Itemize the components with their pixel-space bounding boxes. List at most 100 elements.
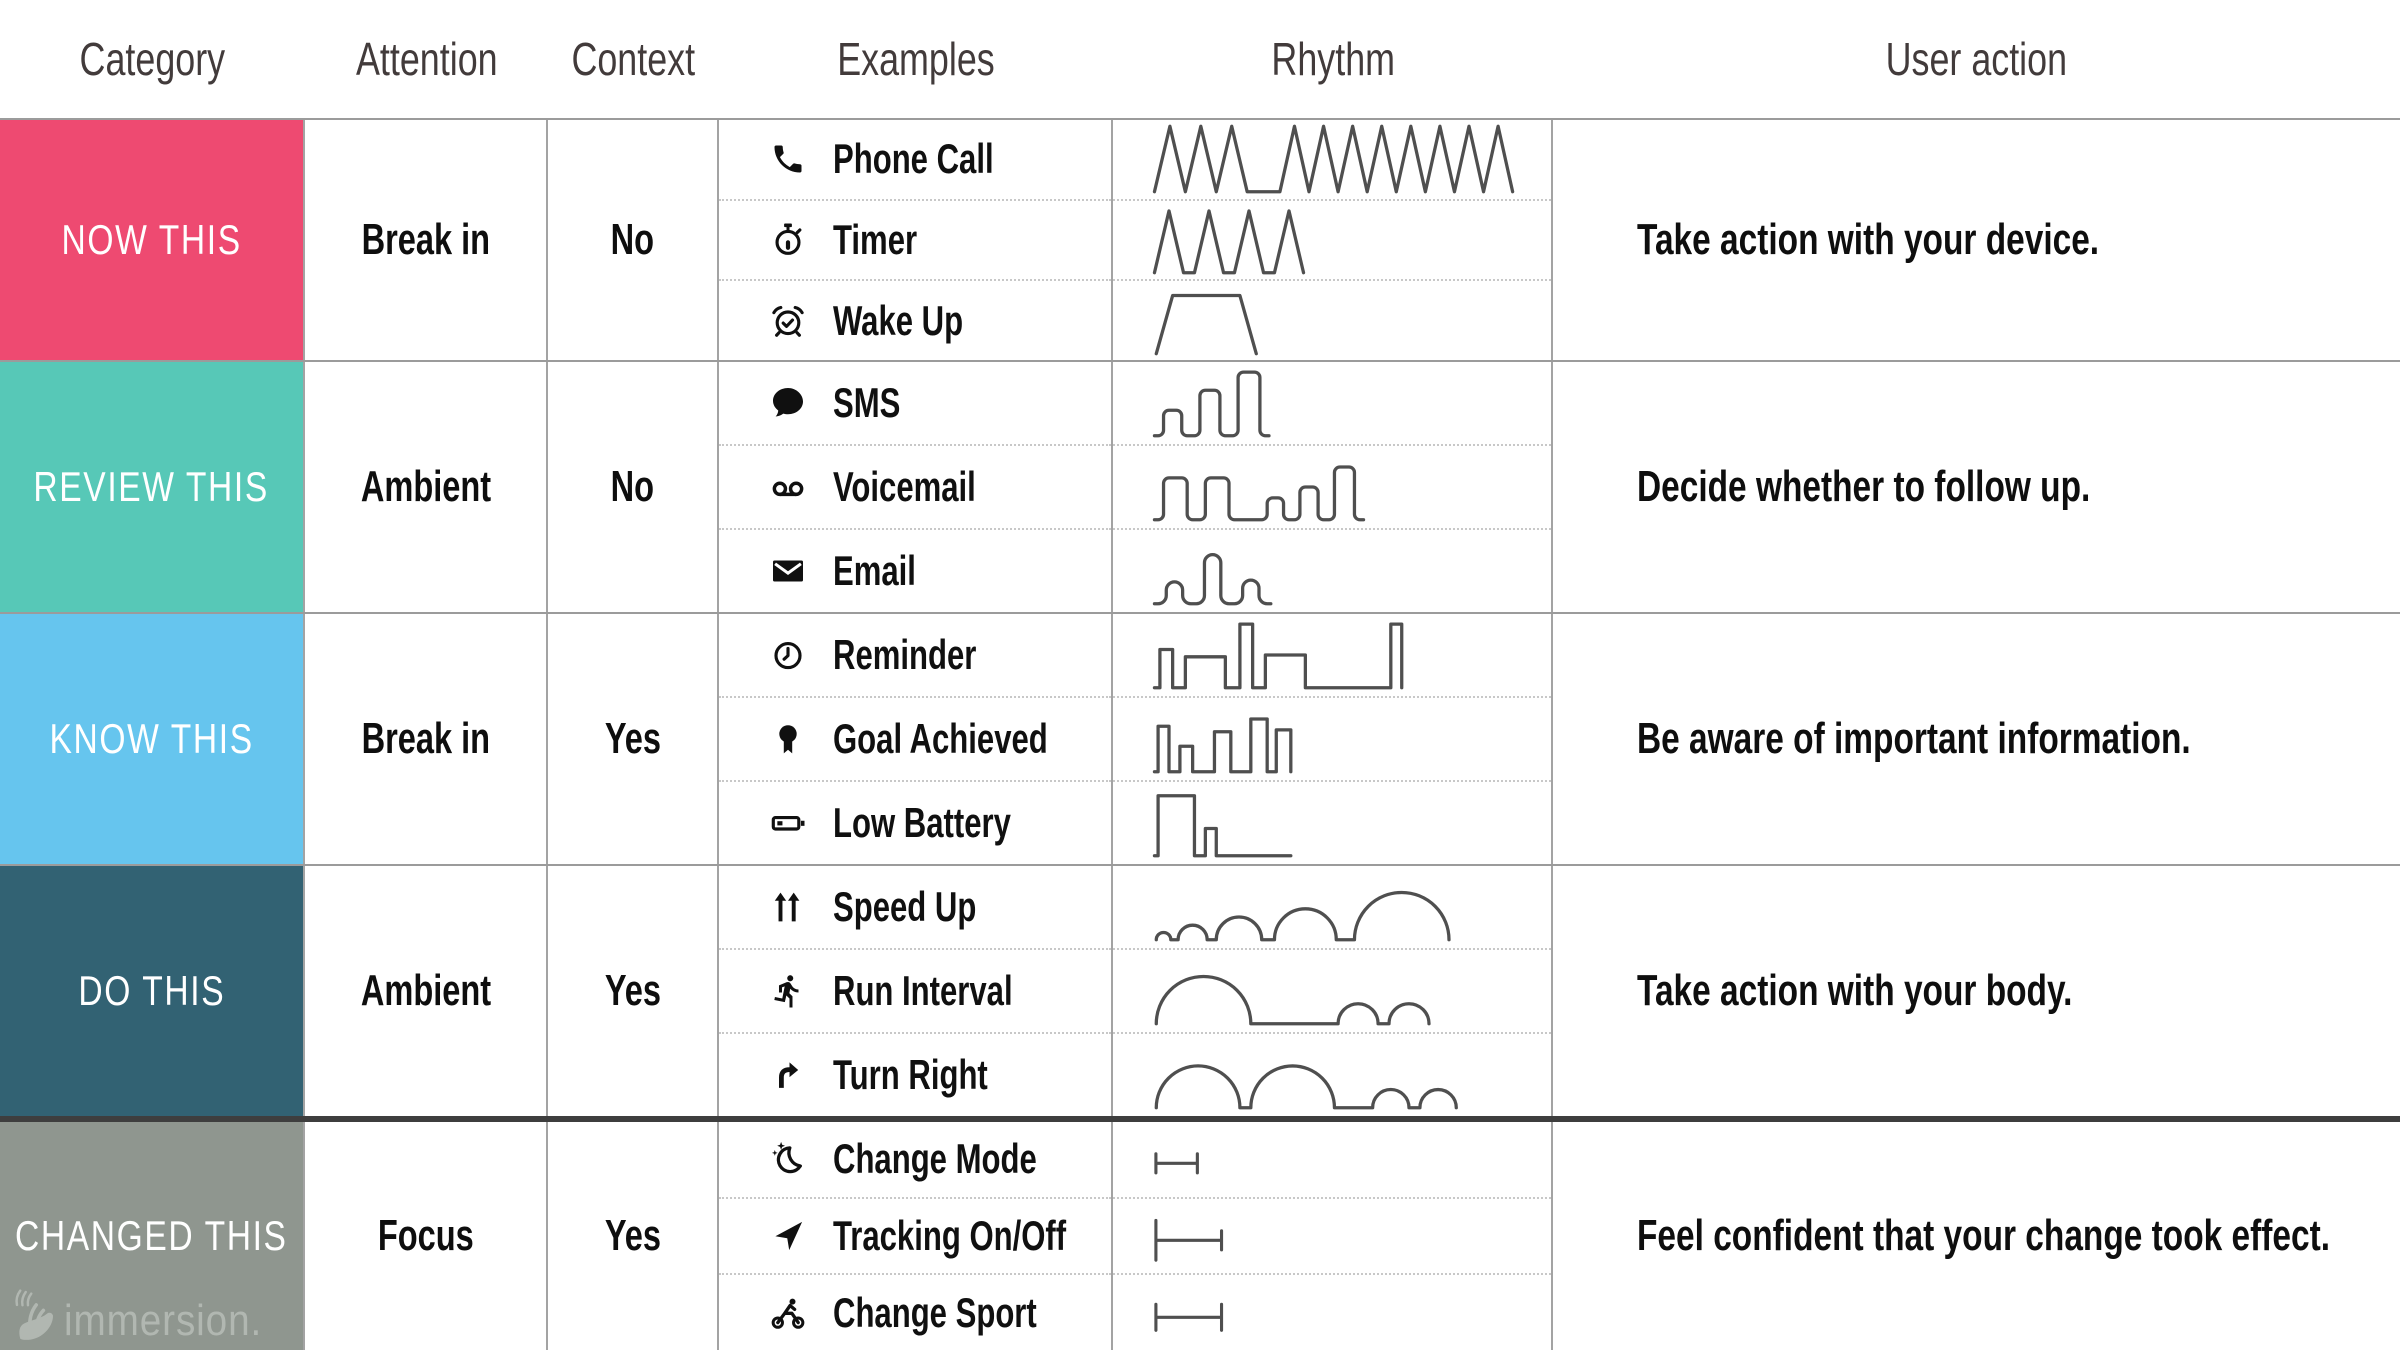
rhythm-waveform — [1113, 866, 1551, 948]
user-action-cell: Feel confident that your change took eff… — [1637, 1211, 2331, 1260]
column-header-category: Category — [79, 33, 226, 85]
clock-icon — [769, 636, 807, 674]
double-up-arrow-icon — [769, 888, 807, 926]
examples-cell: Change Mode Tracking On/Off Change Sport — [719, 1122, 1113, 1350]
example-item: Reminder — [719, 614, 1111, 696]
attention-cell: Break in — [305, 614, 548, 864]
example-item: Low Battery — [719, 780, 1111, 864]
attention-cell: Break in — [305, 120, 548, 360]
runner-icon — [769, 972, 807, 1010]
rhythm-waveform — [1113, 1273, 1551, 1350]
table-row-do-this: DO THIS Ambient Yes Speed Up Run Interva… — [0, 864, 2400, 1116]
example-label: Wake Up — [833, 296, 964, 344]
category-label: CHANGED THIS — [15, 1212, 288, 1259]
example-label: Low Battery — [833, 799, 1011, 846]
example-item: Wake Up — [719, 279, 1111, 360]
user-action-cell: Take action with your device. — [1637, 215, 2100, 264]
example-label: Email — [833, 547, 916, 594]
context-cell: Yes — [548, 614, 719, 864]
rhythm-cell — [1113, 1122, 1553, 1350]
category-label: KNOW THIS — [49, 715, 254, 762]
example-label: Timer — [833, 216, 918, 263]
category-cell: KNOW THIS — [0, 614, 305, 864]
example-label: Reminder — [833, 631, 977, 678]
voicemail-icon — [769, 468, 807, 506]
example-label: Run Interval — [833, 967, 1013, 1014]
category-cell: REVIEW THIS — [0, 362, 305, 612]
rhythm-cell — [1113, 120, 1553, 360]
example-label: Voicemail — [833, 463, 976, 510]
rhythm-waveform — [1113, 696, 1551, 780]
example-label: Change Sport — [833, 1288, 1037, 1336]
example-item: Voicemail — [719, 444, 1111, 528]
alarm-clock-icon — [769, 302, 807, 340]
rhythm-cell — [1113, 362, 1553, 612]
rhythm-waveform — [1113, 362, 1551, 444]
attention-cell: Ambient — [305, 866, 548, 1116]
column-header-user-action: User action — [1885, 33, 2068, 85]
column-header-rhythm: Rhythm — [1271, 33, 1395, 85]
category-cell: CHANGED THIS — [0, 1122, 305, 1350]
example-item: Change Sport — [719, 1273, 1111, 1350]
examples-cell: Phone Call Timer Wake Up — [719, 120, 1113, 360]
cyclist-icon — [769, 1294, 807, 1332]
example-label: Speed Up — [833, 883, 977, 930]
table-row-review-this: REVIEW THIS Ambient No SMS Voicemail Ema… — [0, 360, 2400, 612]
attention-cell: Focus — [305, 1122, 548, 1350]
example-item: Tracking On/Off — [719, 1196, 1111, 1274]
attention-cell: Ambient — [305, 362, 548, 612]
example-item: Goal Achieved — [719, 696, 1111, 780]
rhythm-cell — [1113, 866, 1553, 1116]
moon-stars-icon — [769, 1140, 807, 1178]
examples-cell: Reminder Goal Achieved Low Battery — [719, 614, 1113, 864]
examples-cell: Speed Up Run Interval Turn Right — [719, 866, 1113, 1116]
example-item: Turn Right — [719, 1032, 1111, 1116]
example-item: Email — [719, 528, 1111, 612]
rhythm-waveform — [1113, 780, 1551, 864]
example-label: Change Mode — [833, 1135, 1037, 1183]
category-cell: DO THIS — [0, 866, 305, 1116]
rhythm-waveform — [1113, 120, 1551, 199]
example-item: Phone Call — [719, 120, 1111, 199]
navigation-arrow-icon — [769, 1217, 807, 1255]
rhythm-waveform — [1113, 444, 1551, 528]
rhythm-waveform — [1113, 614, 1551, 696]
immersion-wordmark: immersion. — [64, 1296, 263, 1345]
example-item: Speed Up — [719, 866, 1111, 948]
speech-bubble-icon — [769, 384, 807, 422]
award-ribbon-icon — [769, 720, 807, 758]
example-item: Timer — [719, 198, 1111, 280]
rhythm-waveform — [1113, 279, 1551, 360]
table-row-now-this: NOW THIS Break in No Phone Call Timer Wa… — [0, 120, 2400, 360]
phone-icon — [769, 140, 807, 178]
example-item: Run Interval — [719, 948, 1111, 1032]
example-label: Goal Achieved — [833, 715, 1048, 762]
column-header-context: Context — [571, 33, 696, 85]
category-label: NOW THIS — [61, 216, 242, 263]
context-cell: Yes — [548, 866, 719, 1116]
battery-icon — [769, 804, 807, 842]
context-cell: No — [548, 362, 719, 612]
table-header: Category Attention Context Examples Rhyt… — [0, 0, 2400, 120]
rhythm-cell — [1113, 614, 1553, 864]
turn-right-icon — [769, 1056, 807, 1094]
column-header-examples: Examples — [837, 33, 995, 85]
column-header-attention: Attention — [355, 33, 498, 85]
example-label: SMS — [833, 379, 901, 426]
immersion-logo: immersion. — [12, 1287, 289, 1346]
rhythm-waveform — [1113, 1122, 1551, 1197]
category-cell: NOW THIS — [0, 120, 305, 360]
context-cell: Yes — [548, 1122, 719, 1350]
table-row-changed-this: CHANGED THIS Focus Yes Change Mode Track… — [0, 1116, 2400, 1350]
user-action-cell: Take action with your body. — [1637, 966, 2073, 1015]
rhythm-waveform — [1113, 948, 1551, 1032]
category-label: REVIEW THIS — [33, 463, 270, 510]
example-item: Change Mode — [719, 1122, 1111, 1197]
email-icon — [769, 552, 807, 590]
rhythm-waveform — [1113, 1196, 1551, 1274]
example-label: Turn Right — [833, 1051, 988, 1098]
example-label: Tracking On/Off — [833, 1212, 1067, 1259]
example-label: Phone Call — [833, 135, 994, 183]
category-label: DO THIS — [78, 967, 225, 1014]
